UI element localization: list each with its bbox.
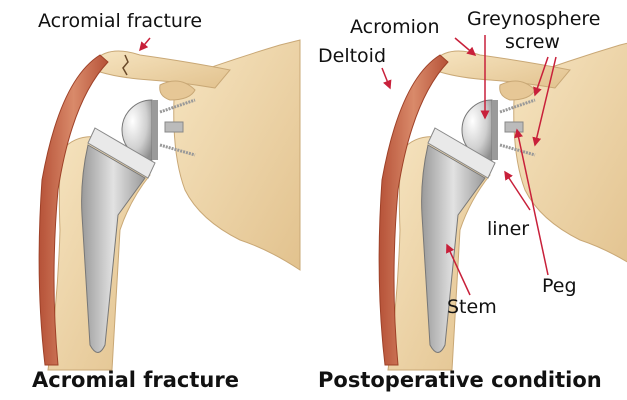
label-acromial-fracture: Acromial fracture (38, 10, 203, 32)
label-liner: liner (487, 218, 530, 240)
caption-acromial-fracture: Acromial fracture (32, 368, 239, 392)
fracture-line (122, 54, 129, 76)
label-deltoid: Deltoid (318, 45, 387, 67)
label-stem: Stem (447, 296, 497, 318)
label-peg: Peg (542, 275, 577, 297)
arrow-screw-2 (532, 56, 557, 147)
arrow-liner (504, 170, 531, 211)
left-shoulder-illustration (37, 38, 302, 372)
arrow-deltoid (381, 67, 392, 90)
caption-postoperative-condition: Postoperative condition (318, 368, 602, 392)
label-acromion: Acromion (350, 16, 440, 38)
arrow-peg (514, 128, 549, 276)
arrow-screw-1 (533, 56, 549, 97)
pointer-arrows (139, 35, 557, 296)
arrow-acromial-fracture (139, 37, 151, 52)
label-screw: screw (505, 31, 560, 53)
arrow-acromion (454, 37, 477, 56)
right-shoulder-illustration (377, 38, 627, 372)
label-greynosphere: Greynosphere (467, 8, 601, 30)
arrow-stem (446, 243, 471, 296)
